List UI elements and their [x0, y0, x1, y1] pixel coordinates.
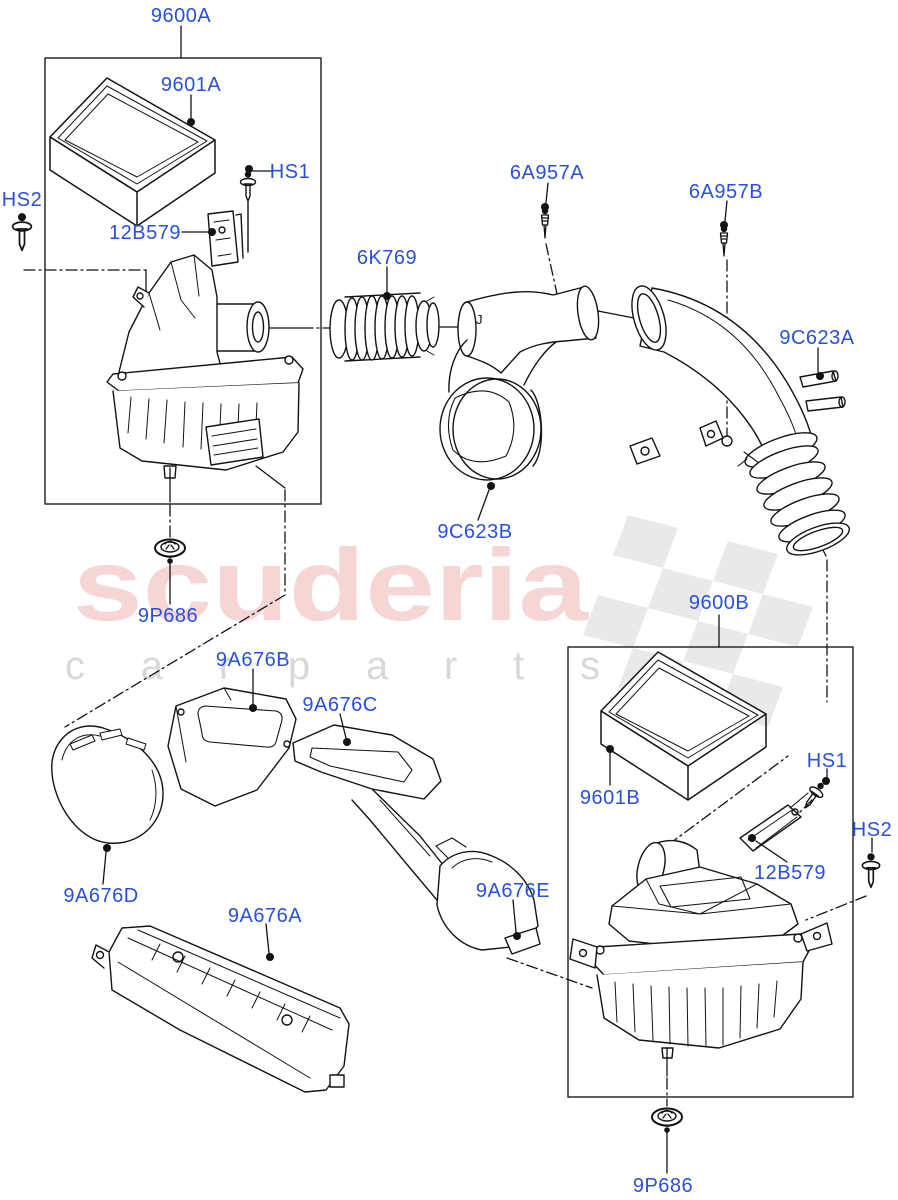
part-label-9c623b[interactable]: 9C623B: [437, 521, 513, 543]
duct-marking: J: [476, 312, 483, 327]
part-label-hs2-right[interactable]: HS2: [851, 819, 893, 841]
hs2-left-screw-icon: [11, 212, 33, 252]
part-label-hs1-left[interactable]: HS1: [269, 161, 311, 183]
watermark-brand: scuderia: [73, 528, 590, 642]
air-intake-tube-9c623a-art: [629, 285, 850, 556]
hs2-right-screw-icon: [861, 852, 881, 889]
part-label-12b579-right[interactable]: 12B579: [754, 862, 826, 884]
assembly-lines: [23, 243, 867, 1107]
part-label-9601b[interactable]: 9601B: [579, 787, 641, 809]
sensor-6a957a-icon: [540, 207, 550, 239]
part-label-9601a[interactable]: 9601A: [160, 74, 222, 96]
air-cleaner-9600a-art: [106, 201, 304, 479]
duct-9a676d-art: [51, 725, 164, 844]
part-label-6k769[interactable]: 6K769: [356, 247, 418, 269]
part-label-6a957a[interactable]: 6A957A: [509, 162, 585, 184]
watermark-subtitle: c a r p a r t s: [65, 644, 600, 688]
sensor-6a957b-icon: [719, 225, 729, 257]
air-cleaner-9600b-art: [569, 792, 833, 1059]
duct-9a676c-art: [292, 724, 463, 907]
part-label-6a957b[interactable]: 6A957B: [688, 181, 764, 203]
duct-9a676e-art: [435, 837, 541, 955]
leader-lines: [102, 25, 873, 1174]
part-label-9a676d[interactable]: 9A676D: [63, 885, 139, 907]
part-label-9p686-left[interactable]: 9P686: [137, 605, 199, 627]
part-label-9a676b[interactable]: 9A676B: [215, 649, 291, 671]
part-label-9600b[interactable]: 9600B: [688, 592, 750, 614]
push-pin-9p686-bottom-icon: [651, 1107, 683, 1134]
intake-hose-6k769-art: [329, 292, 440, 362]
part-label-12b579-left[interactable]: 12B579: [109, 222, 181, 244]
part-label-9p686-bottom[interactable]: 9P686: [632, 1175, 694, 1197]
tray-9a676a-art: [91, 925, 350, 1093]
part-label-9600a[interactable]: 9600A: [150, 5, 212, 27]
hs1-left-screw-icon: [239, 170, 257, 202]
part-label-9a676e[interactable]: 9A676E: [475, 880, 551, 902]
assembly-box-9600a: [44, 57, 322, 505]
part-label-9c623a[interactable]: 9C623A: [779, 327, 855, 349]
filter-element-9601a-art: [49, 77, 216, 227]
part-label-9a676c[interactable]: 9A676C: [302, 694, 378, 716]
part-label-hs2-left[interactable]: HS2: [1, 189, 43, 211]
assembly-box-9600b: [567, 646, 854, 1098]
part-label-hs1-right[interactable]: HS1: [806, 750, 848, 772]
duct-9a676b-art: [167, 687, 297, 807]
resonator-duct-9c623b-art: J: [439, 285, 600, 481]
part-label-9a676a[interactable]: 9A676A: [227, 905, 303, 927]
leader-dots: [103, 118, 830, 961]
